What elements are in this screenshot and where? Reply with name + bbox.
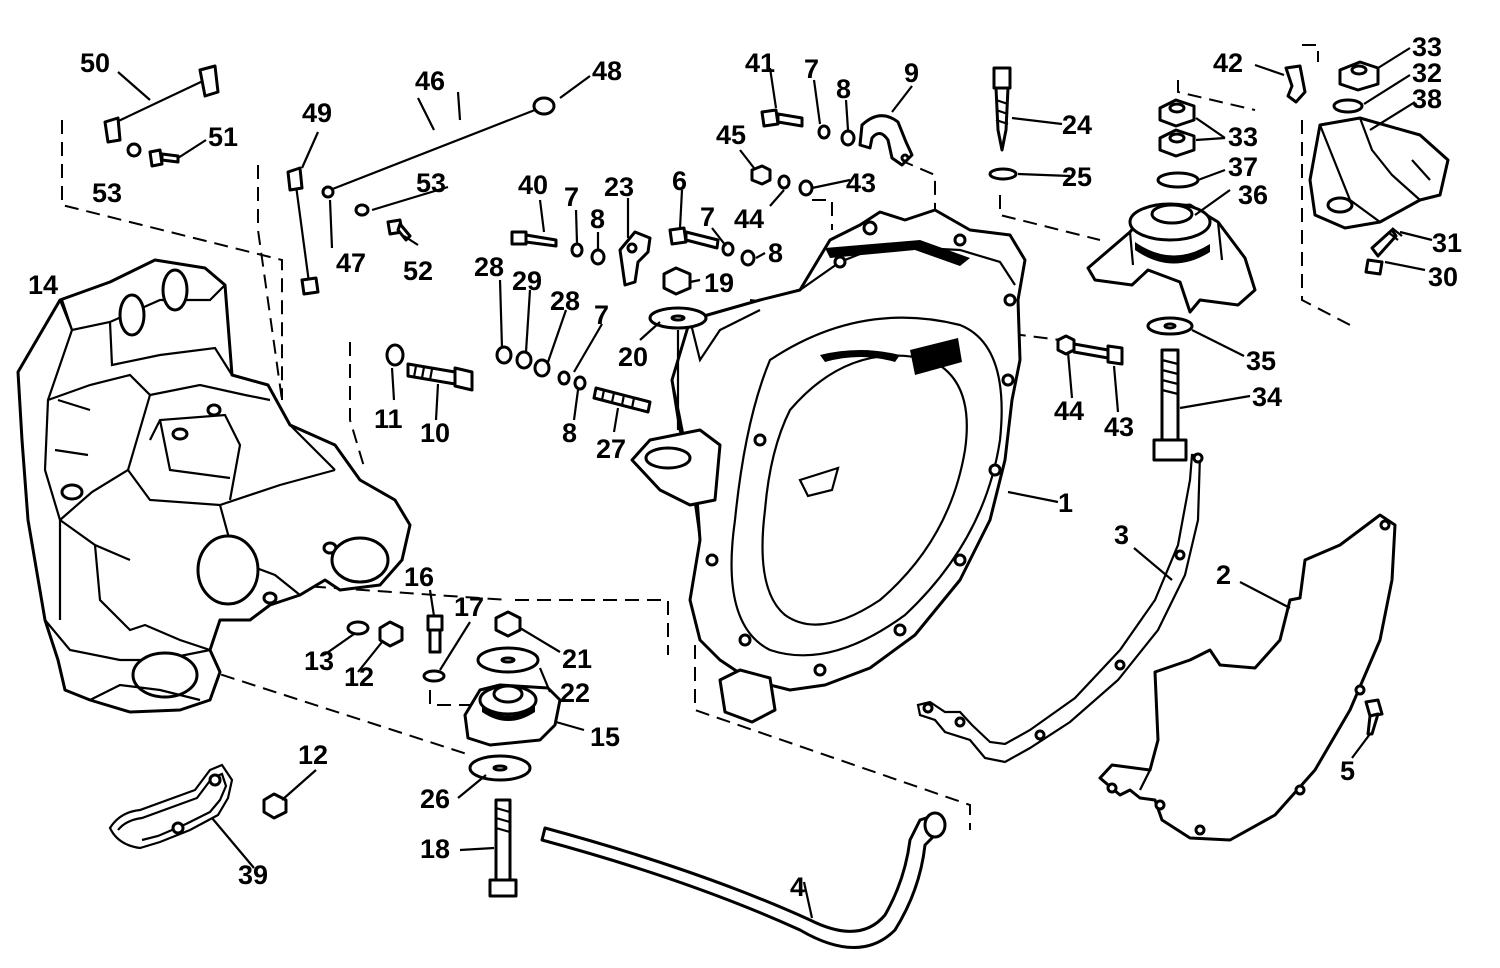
label-13: 13 — [304, 646, 334, 676]
label-7d: 7 — [804, 54, 819, 84]
label-48: 47 — [336, 248, 366, 278]
label-12b: 12 — [298, 740, 328, 770]
nuts-and-washers — [126, 60, 1380, 820]
swivel-bracket-casting — [16, 258, 412, 714]
label-31: 31 — [1432, 228, 1462, 258]
label-14: 14 — [28, 270, 58, 300]
label-39: 39 — [238, 860, 268, 890]
label-44b: 44 — [1054, 396, 1084, 426]
label-33b: 33 — [1228, 122, 1258, 152]
label-18: 18 — [420, 834, 450, 864]
label-34: 34 — [1252, 382, 1282, 412]
label-17: 17 — [454, 592, 484, 622]
label-20: 20 — [618, 342, 648, 372]
label-8b: 8 — [768, 238, 783, 268]
label-1: 1 — [1058, 488, 1073, 518]
linkage-rods — [103, 64, 556, 296]
gasket — [916, 452, 1204, 764]
label-16: 16 — [404, 562, 434, 592]
label-10: 10 — [420, 418, 450, 448]
label-28a: 28 — [474, 252, 504, 282]
cover-plate — [1098, 513, 1397, 842]
engine-mount-upper — [1086, 202, 1257, 314]
label-36: 36 — [1238, 180, 1268, 210]
label-6: 6 — [672, 166, 687, 196]
label-35: 35 — [1246, 346, 1276, 376]
engine-mount-lower — [463, 683, 562, 747]
label-28b: 28 — [550, 286, 580, 316]
label-37: 37 — [1228, 152, 1258, 182]
label-52b: 52 — [403, 256, 433, 286]
hose — [540, 811, 947, 949]
label-44a: 43 — [846, 168, 876, 198]
label-40: 40 — [518, 170, 548, 200]
label-38: 38 — [1412, 84, 1442, 114]
label-25: 25 — [1062, 162, 1092, 192]
label-51: 50 — [80, 48, 110, 78]
label-47: 46 — [415, 66, 445, 96]
leader-lines — [60, 47, 1433, 919]
label-4: 4 — [790, 872, 805, 902]
label-7a: 7 — [564, 182, 579, 212]
label-26: 26 — [420, 784, 450, 814]
flywheel-housing — [630, 208, 1027, 724]
label-21: 21 — [562, 644, 592, 674]
label-32: 32 — [1412, 58, 1442, 88]
label-30: 30 — [1428, 262, 1458, 292]
label-8a: 8 — [590, 204, 605, 234]
clip-42 — [1284, 64, 1307, 104]
label-11: 11 — [374, 404, 403, 434]
label-45: 44 — [734, 204, 764, 234]
label-53b: 53 — [416, 168, 446, 198]
label-52: 51 — [208, 122, 238, 152]
label-46: 45 — [716, 120, 746, 150]
label-41: 41 — [745, 48, 775, 78]
label-29: 29 — [512, 266, 542, 296]
wire-clip — [108, 763, 234, 850]
label-50: 49 — [302, 98, 332, 128]
label-33a: 33 — [1412, 32, 1442, 62]
label-8c: 8 — [562, 418, 577, 448]
label-19: 19 — [704, 268, 734, 298]
callout-labels: 50 51 53 46 48 49 53 47 52 14 11 10 40 7… — [28, 32, 1462, 902]
clamp-9 — [858, 114, 914, 167]
label-22: 22 — [560, 678, 590, 708]
label-49: 48 — [592, 56, 622, 86]
label-5: 5 — [1340, 756, 1355, 786]
mount-bracket-38 — [1308, 116, 1450, 230]
label-27: 27 — [596, 434, 626, 464]
label-3: 3 — [1114, 520, 1129, 550]
label-53: 53 — [92, 178, 122, 208]
bolts — [148, 66, 1403, 898]
bracket-23 — [618, 230, 652, 287]
washers — [346, 167, 1200, 782]
label-23: 23 — [604, 172, 634, 202]
label-24: 24 — [1062, 110, 1092, 140]
label-42: 42 — [1213, 48, 1243, 78]
label-15: 15 — [590, 722, 620, 752]
label-43: 43 — [1104, 412, 1134, 442]
label-12a: 12 — [344, 662, 374, 692]
label-2: 2 — [1216, 560, 1231, 590]
label-7c: 7 — [594, 300, 609, 330]
label-8d: 8 — [836, 74, 851, 104]
label-7b: 7 — [700, 202, 715, 232]
label-9: 9 — [904, 58, 919, 88]
